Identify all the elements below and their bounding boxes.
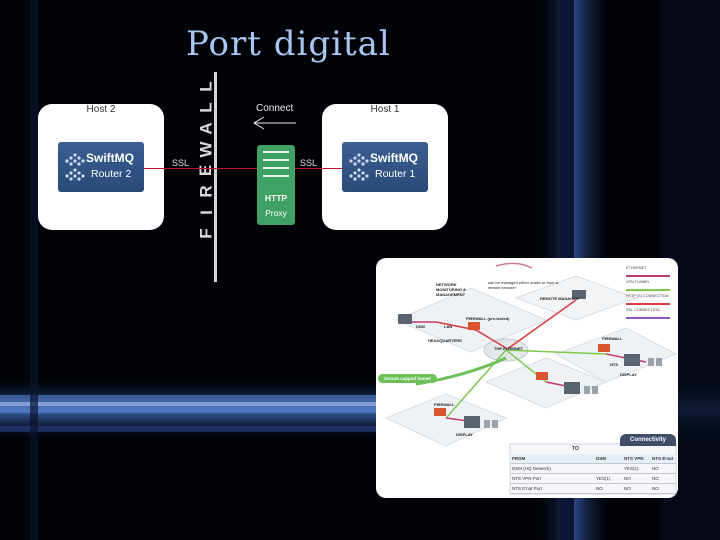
firewall-hq-label: FIREWALL (pre-tested)	[466, 316, 510, 321]
legend-label: ETHERNET	[626, 266, 647, 270]
legend-item: HTTP (S) CONNECTION	[626, 294, 674, 308]
table-row: DSM (HQ Network) YES(1) NO	[510, 464, 676, 474]
legend-label: SSL CONNECTION	[626, 308, 660, 312]
firewall-label: FIREWALL	[602, 336, 623, 341]
table-row: NTS E'nat Port NO NO NO	[510, 484, 676, 494]
host-2-label: Host 2	[86, 104, 116, 115]
lan-label: LAN	[444, 324, 453, 329]
table-cell: NO	[652, 466, 659, 471]
firewall-label: FIREWALL	[434, 402, 455, 407]
connectivity-title: Connectivity	[620, 434, 676, 446]
headquarters-label: HEADQUARTERS	[428, 338, 462, 343]
table-cell: DSM (HQ Network)	[512, 466, 551, 471]
connect-arrow-icon	[253, 116, 296, 130]
table-header-cell: NTS E'nat	[652, 456, 674, 461]
table-row: NTS VPN Port YES(1) NO NO	[510, 474, 676, 484]
legend-swatch	[626, 275, 670, 277]
router-1-name: SwiftMQ	[370, 151, 418, 165]
table-cell: YES(1)	[596, 476, 611, 481]
router-1: SwiftMQ Router 1	[342, 142, 428, 192]
firewall-letter: L	[196, 102, 216, 113]
table-header-row: FROM DSM NTS VPN NTS E'nat	[510, 454, 676, 464]
table-header-cell: DSM	[596, 456, 606, 461]
firewall-vertical-label: L L A W E R I F	[194, 76, 218, 244]
table-cell: NO	[596, 486, 603, 491]
swiftmq-logo-icon	[349, 153, 369, 181]
table-cell: NTS VPN Port	[512, 476, 542, 481]
table-cell: NO	[624, 476, 631, 481]
firewall-letter: W	[196, 141, 216, 158]
ssl-link-left	[144, 168, 257, 169]
legend-label: VPN TUNNEL	[626, 280, 650, 284]
connectivity-table: FROM DSM NTS VPN NTS E'nat DSM (HQ Netwo…	[510, 454, 676, 494]
router-2-name: SwiftMQ	[86, 151, 134, 165]
table-cell: NO	[652, 476, 659, 481]
firewall-letter: F	[196, 228, 216, 239]
router-1-sub: Router 1	[375, 168, 416, 180]
internet-label: THE INTERNET	[494, 346, 524, 351]
slide-title: Port digital	[186, 24, 391, 64]
table-header-cell: FROM	[512, 456, 526, 461]
ssl-label-right: SSL	[300, 158, 318, 168]
legend-item: SSL CONNECTION	[626, 308, 674, 322]
host-1-label: Host 1	[370, 104, 400, 115]
network-mgmt-label: NETWORK MONITORING & MANAGEMENT	[436, 282, 466, 297]
http-proxy: HTTP Proxy	[257, 145, 295, 225]
panel-legend: ETHERNET VPN TUNNEL HTTP (S) CONNECTION …	[626, 266, 674, 322]
table-header-cell: NTS VPN	[624, 456, 644, 461]
legend-swatch	[626, 289, 670, 291]
firewall-letter: I	[196, 210, 216, 215]
legend-item: ETHERNET	[626, 266, 674, 280]
remote-note: can be managed either onsite or from a r…	[488, 280, 558, 290]
ssl-link-right	[295, 168, 342, 169]
display-label: DISPLAY	[456, 432, 473, 437]
legend-item: VPN TUNNEL	[626, 280, 674, 294]
firewall-letter: R	[196, 185, 216, 198]
table-cell: NTS E'nat Port	[512, 486, 542, 491]
firewall-divider	[214, 72, 217, 282]
table-cell: YES(1)	[624, 466, 639, 471]
legend-swatch	[626, 303, 670, 305]
dsm-label: DSM	[416, 324, 425, 329]
proxy-sub: Proxy	[265, 208, 287, 218]
display-label: DISPLAY	[620, 372, 637, 377]
remote-manager-label: REMOTE MANAGER	[540, 296, 579, 301]
table-cell: NO	[624, 486, 631, 491]
host-1-box: Host 1 SwiftMQ Router 1	[322, 104, 448, 230]
legend-swatch	[626, 317, 670, 319]
router-2-sub: Router 2	[91, 168, 132, 180]
swiftmq-logo-icon	[65, 153, 85, 181]
firewall-letter: L	[196, 81, 216, 92]
connect-label: Connect	[256, 103, 294, 114]
router-2: SwiftMQ Router 2	[58, 142, 144, 192]
network-connectivity-panel: ETHERNET VPN TUNNEL HTTP (S) CONNECTION …	[376, 258, 678, 498]
secure-tunnel-badge: Secure capped tunnel	[378, 374, 437, 383]
network-illustration	[384, 262, 678, 495]
firewall-letter: A	[196, 122, 216, 135]
connectivity-to-label: TO	[572, 446, 579, 452]
host-2-box: Host 2 SwiftMQ Router 2	[38, 104, 164, 230]
legend-label: HTTP (S) CONNECTION	[626, 294, 669, 298]
table-cell: NO	[652, 486, 659, 491]
firewall-letter: E	[196, 164, 216, 177]
nts-label: NTS	[610, 362, 618, 367]
ssl-label-left: SSL	[172, 158, 190, 168]
proxy-title: HTTP	[264, 193, 288, 203]
